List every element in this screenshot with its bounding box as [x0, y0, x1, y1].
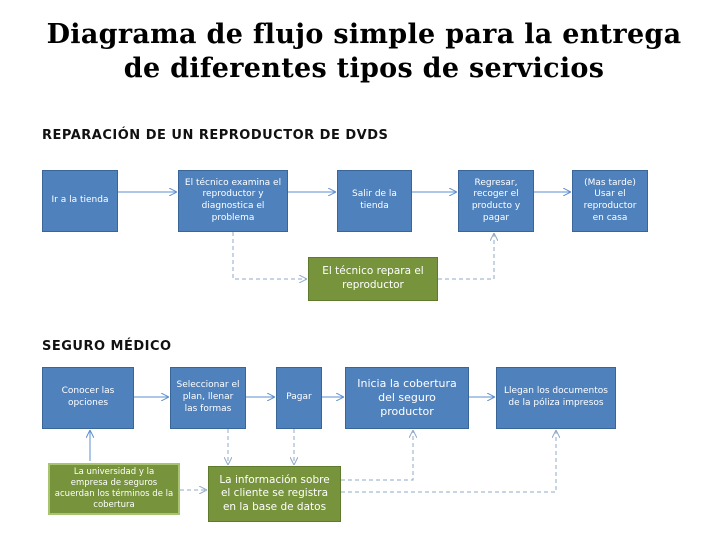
- section-heading-seguro: SEGURO MÉDICO: [42, 339, 172, 354]
- step-ir-a-la-tienda: Ir a la tienda: [42, 170, 118, 232]
- step-salir-de-la-tienda: Salir de la tienda: [337, 170, 412, 232]
- section-heading-dvd: REPARACIÓN DE UN REPRODUCTOR DE DVDS: [42, 128, 389, 143]
- dashed-dvd-right: [438, 234, 494, 280]
- step-regresar-recoger: Regresar, recoger el producto y pagar: [458, 170, 534, 232]
- step-conocer-opciones: Conocer las opciones: [42, 367, 134, 429]
- step-usar-en-casa: (Mas tarde) Usar el reproductor en casa: [572, 170, 648, 232]
- step-llegan-documentos: Llegan los documentos de la póliza impre…: [496, 367, 616, 429]
- dashed-info-llegan: [341, 431, 556, 493]
- step-universidad-acuerda: La universidad y la empresa de seguros a…: [48, 463, 180, 515]
- dashed-dvd-left: [232, 232, 306, 279]
- step-pagar: Pagar: [276, 367, 322, 429]
- step-seleccionar-plan: Seleccionar el plan, llenar las formas: [170, 367, 246, 429]
- step-inicia-cobertura: Inicia la cobertura del seguro productor: [345, 367, 469, 429]
- dashed-info-inicia: [341, 431, 413, 481]
- step-tecnico-repara: El técnico repara el reproductor: [308, 257, 438, 301]
- step-info-registrada: La información sobre el cliente se regis…: [208, 466, 341, 522]
- step-tecnico-examina: El técnico examina el reproductor y diag…: [178, 170, 288, 232]
- diagram-title: Diagrama de flujo simple para la entrega…: [46, 19, 682, 84]
